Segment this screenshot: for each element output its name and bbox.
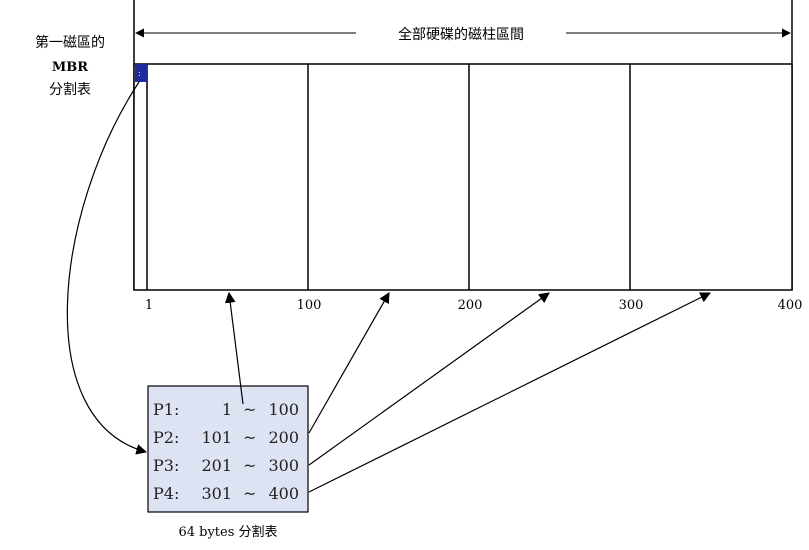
mbr-label-line3: 分割表 <box>49 81 91 98</box>
partition-row-p2: P2: 101 ~ 200 <box>153 428 299 447</box>
row-end: 300 <box>268 456 299 475</box>
row-sep: ~ <box>243 428 256 447</box>
row-sep: ~ <box>243 484 256 503</box>
row-start: 1 <box>222 400 232 419</box>
partition-row-p4: P4: 301 ~ 400 <box>153 484 299 503</box>
p3-pointer-arrow <box>308 292 550 466</box>
mbr-label-line1: 第一磁區的 <box>35 34 105 51</box>
row-end: 100 <box>268 400 299 419</box>
mbr-block <box>135 64 147 82</box>
partition-row-p3: P3: 201 ~ 300 <box>153 456 299 475</box>
tick-label-100: 100 <box>297 298 322 313</box>
row-start: 101 <box>201 428 232 447</box>
mbr-label-line2: MBR <box>52 60 88 75</box>
p2-pointer-arrow <box>308 292 390 434</box>
p4-pointer-arrow <box>308 292 711 493</box>
p1-pointer-arrow <box>224 291 244 405</box>
mbr-block-mark: : <box>138 69 141 78</box>
partition-row-p1: P1: 1 ~ 100 <box>153 400 299 419</box>
row-name: P3: <box>153 456 179 475</box>
partition-table-caption: 64 bytes 分割表 <box>178 524 277 540</box>
tick-label-400: 400 <box>778 298 803 313</box>
row-end: 400 <box>268 484 299 503</box>
row-name: P2: <box>153 428 179 447</box>
partition-table-box <box>147 385 309 513</box>
range-label: 全部硬碟的磁柱區間 <box>398 26 524 43</box>
row-end: 200 <box>268 428 299 447</box>
row-sep: ~ <box>243 400 256 419</box>
tick-label-1: 1 <box>145 298 153 313</box>
row-sep: ~ <box>243 456 256 475</box>
tick-label-200: 200 <box>458 298 483 313</box>
disk-body <box>133 63 793 291</box>
tick-label-300: 300 <box>619 298 644 313</box>
row-start: 301 <box>201 484 232 503</box>
row-start: 201 <box>201 456 232 475</box>
mbr-to-table-arrow <box>66 81 148 455</box>
row-name: P1: <box>153 400 179 419</box>
row-name: P4: <box>153 484 179 503</box>
